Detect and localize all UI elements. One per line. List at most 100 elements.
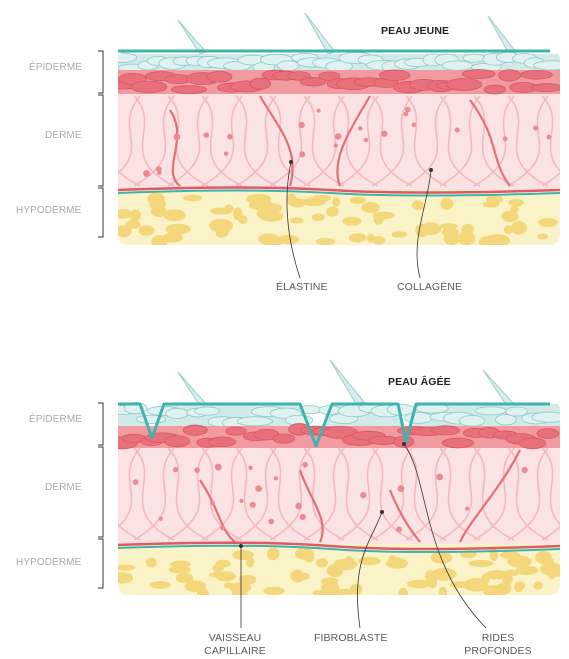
fat-cell: [233, 207, 242, 220]
fat-cell: [386, 558, 408, 569]
keratinocyte: [463, 54, 485, 62]
fibroblast-cell: [403, 112, 408, 117]
fat-cell: [350, 197, 366, 204]
basal-cell: [442, 438, 473, 448]
fat-cell: [407, 580, 431, 589]
fat-cell: [501, 210, 518, 222]
fat-cell: [538, 218, 558, 227]
fibroblast-cell: [215, 464, 222, 471]
fat-cell: [333, 558, 357, 570]
fat-cell: [398, 588, 408, 599]
fibroblast-cell: [274, 476, 278, 480]
fibroblast-cell: [298, 122, 304, 128]
fibroblast-cell: [302, 462, 308, 468]
fat-cell: [295, 547, 313, 560]
fat-cell: [504, 570, 519, 577]
callout-rides-profondes: RIDES PROFONDES: [460, 632, 536, 658]
fibroblast-cell: [533, 125, 538, 130]
basal-cell: [484, 85, 506, 94]
fat-cell: [544, 566, 569, 577]
fibroblast-cell: [227, 134, 233, 140]
fibroblast-cell: [239, 499, 243, 503]
keratinocyte: [195, 407, 220, 415]
fat-cell: [246, 556, 254, 567]
fibroblast-cell: [503, 136, 508, 141]
aged-label-hypoderme: HYPODERME: [16, 557, 81, 568]
keratinocyte: [136, 415, 165, 423]
fibroblast-cell: [143, 170, 150, 177]
keratinocyte: [475, 407, 506, 415]
aged-title: PEAU ÂGÉE: [388, 376, 451, 388]
fat-cell: [508, 199, 523, 207]
fat-cell: [504, 225, 513, 234]
young-label-hypoderme: HYPODERME: [16, 205, 81, 216]
fat-cell: [515, 581, 526, 589]
young-title: PEAU JEUNE: [381, 25, 449, 37]
fat-cell: [312, 213, 325, 221]
aged-layer-brackets: [98, 403, 103, 588]
fat-cell: [312, 195, 331, 202]
fat-cell: [332, 197, 340, 207]
fat-cell: [261, 236, 284, 247]
fat-cell: [326, 207, 338, 217]
fat-cell: [440, 198, 453, 210]
fibroblast-cell: [381, 131, 387, 137]
fibroblast-cell: [364, 138, 369, 143]
fat-cell: [258, 207, 276, 218]
keratinocyte: [506, 407, 528, 416]
fat-cell: [183, 195, 202, 202]
fibroblast-cell: [255, 485, 262, 492]
fibroblast-cell: [250, 502, 256, 508]
fibroblast-cell: [133, 479, 139, 485]
callout-vaisseau-line1: VAISSEAU: [200, 632, 270, 645]
fibroblast-cell: [396, 527, 402, 533]
callout-rides-line1: RIDES: [460, 632, 536, 645]
aged-hairs: [178, 360, 514, 406]
fat-cell: [444, 232, 460, 245]
basal-cell: [532, 84, 563, 92]
fibroblast-cell: [204, 132, 210, 138]
fibroblast-cell: [157, 170, 162, 175]
keratinocyte: [442, 61, 472, 71]
fibroblast-cell: [546, 135, 551, 140]
young-hairs: [178, 13, 516, 54]
fat-cell: [316, 558, 328, 567]
fat-cell: [149, 581, 170, 589]
basal-cell: [209, 437, 236, 447]
fat-cell: [209, 219, 233, 233]
fibroblast-cell: [405, 107, 410, 112]
fat-cell: [486, 195, 504, 203]
fat-cell: [183, 575, 193, 582]
young-layer-brackets: [98, 51, 103, 237]
keratinocyte: [166, 408, 188, 418]
fat-cell: [209, 572, 235, 578]
keratinocyte: [534, 61, 569, 70]
fat-cell: [111, 572, 133, 583]
fat-cell: [537, 233, 548, 239]
fat-cell: [464, 578, 489, 592]
keratinocyte: [277, 61, 299, 71]
basal-cell: [499, 70, 521, 81]
fat-cell: [468, 560, 493, 567]
fat-cell: [490, 548, 499, 561]
basal-cell: [273, 434, 295, 443]
callout-vaisseau-line2: CAPILLAIRE: [200, 645, 270, 658]
fibroblast-cell: [300, 514, 306, 520]
fibroblast-cell: [358, 126, 362, 130]
fat-cell: [115, 565, 136, 571]
fat-cell: [548, 566, 556, 579]
fat-cell: [361, 202, 380, 213]
fibroblast-cell: [436, 474, 443, 481]
fibroblast-cell: [360, 492, 366, 498]
basal-cell: [171, 86, 206, 94]
fat-cell: [169, 565, 191, 573]
basal-cell: [521, 70, 553, 79]
fibroblast-cell: [334, 143, 338, 147]
keratinocyte: [237, 417, 272, 426]
fat-cell: [125, 220, 141, 229]
fat-cell: [316, 238, 336, 245]
aged-label-derme: DERME: [45, 482, 82, 493]
fat-cell: [290, 217, 304, 223]
fibroblast-cell: [295, 503, 302, 510]
fat-cell: [343, 217, 362, 226]
